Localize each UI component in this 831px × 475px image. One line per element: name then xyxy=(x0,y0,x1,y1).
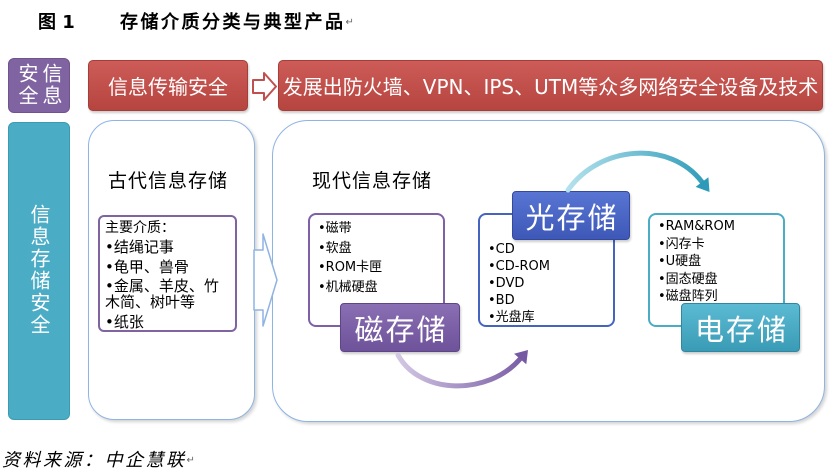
list-item: CD-ROM xyxy=(488,258,613,275)
list-item: 软盘 xyxy=(318,239,443,259)
electric-storage-label: 电存储 xyxy=(681,303,800,352)
list-item: 固态硬盘 xyxy=(658,271,783,289)
list-item: 纸张 xyxy=(105,314,231,330)
list-item: BD xyxy=(488,292,613,309)
transmission-arrow-icon xyxy=(252,72,277,101)
transmission-security-box: 信息传输安全 xyxy=(88,60,248,111)
storage-security-text: 信息存储安全 xyxy=(27,204,51,336)
list-item: RAM&ROM xyxy=(658,218,783,236)
list-item: CD xyxy=(488,241,613,258)
list-item: 磁盘阵列 xyxy=(658,288,783,306)
return-mark-icon: ↵ xyxy=(345,17,354,28)
storage-security-label: 信息存储安全 xyxy=(8,122,70,420)
magnetic-storage-label: 磁存储 xyxy=(340,303,460,352)
figure-title: 图 1 存储介质分类与典型产品↵ xyxy=(38,12,354,34)
ancient-media-heading: 主要介质： xyxy=(105,220,175,236)
info-security-text: 信息安全 xyxy=(15,63,63,107)
list-item: U硬盘 xyxy=(658,253,783,271)
return-mark-icon: ↵ xyxy=(186,455,195,466)
list-item: 光盘库 xyxy=(488,309,613,326)
list-item: 闪存卡 xyxy=(658,236,783,254)
list-item: 龟甲、兽骨 xyxy=(105,259,231,275)
electric-storage-list: RAM&ROM 闪存卡 U硬盘 固态硬盘 磁盘阵列 xyxy=(648,213,785,327)
optical-storage-label: 光存储 xyxy=(512,191,630,240)
figure-number: 图 1 xyxy=(38,12,75,33)
list-item: 金属、羊皮、竹木简、树叶等 xyxy=(105,278,231,310)
ancient-storage-title: 古代信息存储 xyxy=(108,170,229,192)
list-item: 磁带 xyxy=(318,219,443,239)
list-item: ROM卡匣 xyxy=(318,258,443,278)
list-item: DVD xyxy=(488,275,613,292)
ancient-media-list: 主要介质： 结绳记事 龟甲、兽骨 金属、羊皮、竹木简、树叶等 纸张 xyxy=(98,215,237,332)
list-item: 机械硬盘 xyxy=(318,278,443,298)
source-text: 资料来源：中企慧联 xyxy=(2,450,187,471)
transmission-security-description: 发展出防火墙、VPN、IPS、UTM等众多网络安全设备及技术 xyxy=(278,60,823,111)
list-item: 结绳记事 xyxy=(105,239,231,255)
modern-storage-title: 现代信息存储 xyxy=(312,170,433,192)
figure-caption: 存储介质分类与典型产品 xyxy=(120,12,346,33)
source-note: 资料来源：中企慧联↵ xyxy=(2,450,195,472)
info-security-label: 信息安全 xyxy=(8,58,70,113)
